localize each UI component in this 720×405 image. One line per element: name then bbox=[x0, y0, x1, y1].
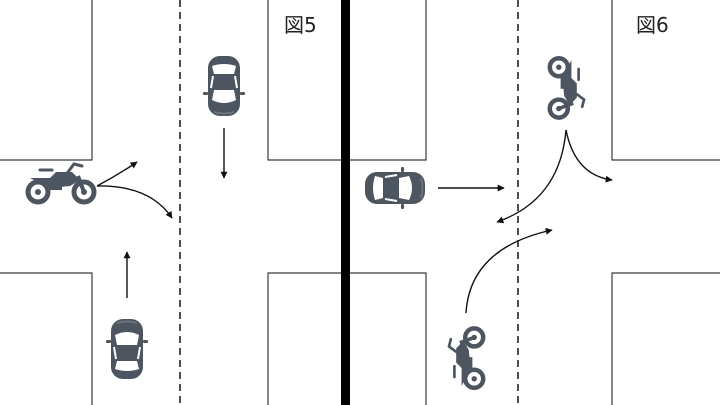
car-icon bbox=[364, 166, 426, 210]
figure-label: 図6 bbox=[636, 13, 669, 37]
arrow-icon bbox=[565, 129, 613, 183]
road-edge bbox=[611, 0, 720, 161]
panel-right-roads bbox=[350, 0, 720, 405]
arrow-icon bbox=[96, 185, 173, 219]
car-icon bbox=[105, 318, 149, 380]
panel-left-vehicles bbox=[28, 55, 246, 380]
car-icon bbox=[202, 55, 246, 117]
panel-right-arrows bbox=[438, 129, 613, 314]
panel-left-roads bbox=[0, 0, 350, 405]
arrow-icon bbox=[96, 161, 138, 187]
motorcycle-icon bbox=[550, 58, 584, 117]
panel-left-arrows bbox=[96, 128, 228, 298]
road-edge bbox=[611, 272, 720, 405]
road-edge bbox=[0, 0, 93, 161]
road-edge bbox=[350, 0, 427, 161]
figure-label: 図5 bbox=[284, 13, 317, 37]
road-edge bbox=[267, 272, 350, 405]
arrow-icon bbox=[465, 227, 553, 314]
arrow-icon bbox=[496, 129, 567, 224]
motorcycle-icon bbox=[28, 164, 94, 202]
road-edge bbox=[0, 272, 93, 405]
road-edge bbox=[267, 0, 350, 161]
panel-right-vehicles bbox=[364, 58, 584, 388]
panel-divider bbox=[341, 0, 350, 405]
road-edge bbox=[350, 272, 427, 405]
motorcycle-icon bbox=[449, 328, 483, 387]
